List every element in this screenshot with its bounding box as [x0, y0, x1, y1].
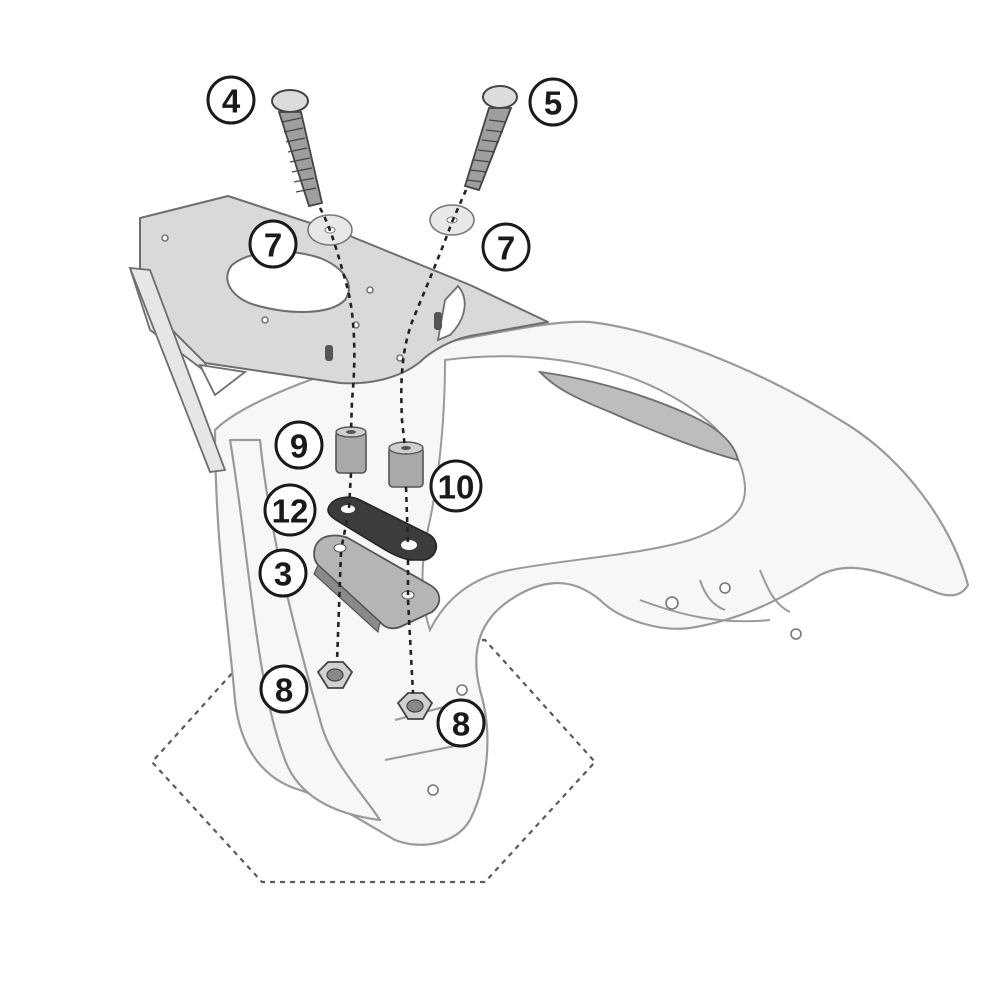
svg-text:8: 8 [452, 706, 470, 743]
svg-text:4: 4 [222, 83, 241, 120]
nut-left [316, 661, 354, 689]
callout-bracket-plate: 3 [258, 548, 308, 598]
nut-right [396, 692, 434, 720]
callout-bolt-right: 5 [528, 77, 578, 127]
callout-bolt-left: 4 [206, 75, 256, 125]
svg-text:3: 3 [274, 556, 292, 593]
callout-washer-left: 7 [248, 219, 298, 269]
svg-text:12: 12 [272, 493, 309, 530]
bolt-right [463, 85, 518, 192]
callout-spacer-left: 9 [274, 420, 324, 470]
svg-text:5: 5 [544, 85, 562, 122]
spacer-right [388, 441, 424, 488]
mounting-area-hexagon [150, 638, 597, 884]
svg-text:7: 7 [264, 227, 282, 264]
svg-text:8: 8 [275, 672, 293, 709]
svg-text:10: 10 [438, 469, 475, 506]
callout-washer-right: 7 [481, 222, 531, 272]
callout-spacer-right: 10 [429, 459, 483, 513]
top-plate [128, 195, 549, 473]
svg-text:9: 9 [290, 428, 308, 465]
callout-nut-left: 8 [259, 664, 309, 714]
callout-nut-right: 8 [436, 698, 486, 748]
rubber-pad [327, 496, 438, 561]
svg-text:7: 7 [497, 230, 515, 267]
spacer-left [335, 426, 367, 474]
callout-rubber-pad: 12 [263, 483, 317, 537]
assembly-line-right [400, 189, 468, 694]
bracket-plate [313, 534, 441, 634]
bolt-left [271, 89, 324, 208]
